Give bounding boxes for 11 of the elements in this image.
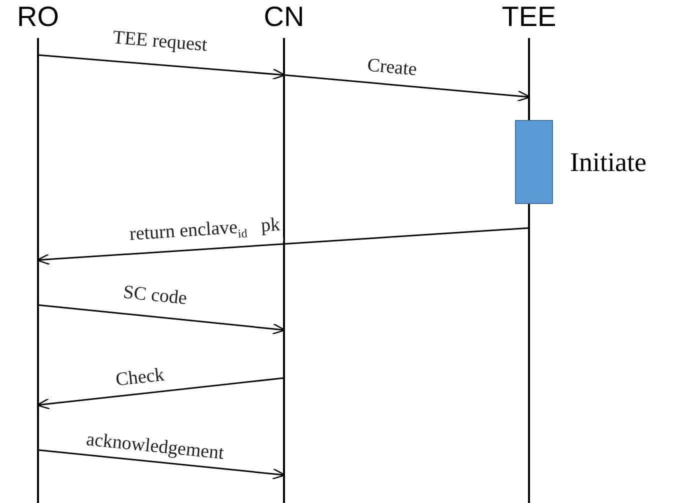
participant-label: TEE: [502, 0, 556, 34]
message-arrow: [38, 304, 286, 334]
message-arrow: [284, 74, 531, 102]
participant-label: CN: [264, 0, 304, 34]
activation-label: Initiate: [570, 147, 646, 177]
message-arrow: [38, 54, 286, 80]
activation-bar: [515, 120, 553, 204]
participant-label: RO: [17, 0, 59, 34]
message-arrow: [36, 377, 284, 410]
message-arrow: [38, 449, 286, 480]
message-arrow: [36, 227, 530, 265]
